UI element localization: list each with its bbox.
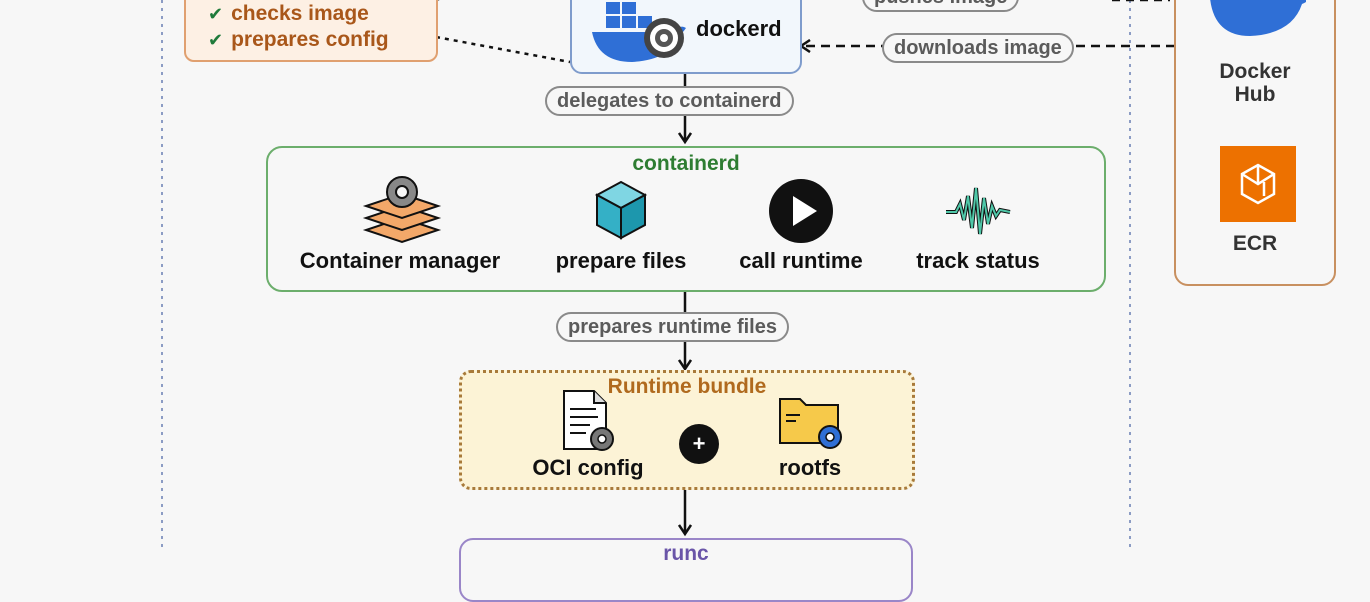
delegates-pill: delegates to containerd: [545, 86, 794, 116]
docker-hub-logo-icon: [1210, 0, 1306, 36]
call-runtime-label: call runtime: [739, 248, 863, 273]
runtime-bundle-node: Runtime bundle OCI config + rootfs: [459, 370, 915, 490]
checkmark-icon: ✔: [208, 30, 224, 50]
downloads-image-pill: downloads image: [882, 33, 1074, 63]
cube-icon: [594, 180, 648, 240]
play-icon: [769, 179, 833, 243]
note-item-prepares: ✔prepares config: [208, 28, 389, 51]
note-item-checks: ✔checks image: [208, 2, 369, 25]
docker-whale-icon: [592, 2, 686, 63]
layers-gear-icon: [362, 176, 442, 244]
plus-text: +: [692, 431, 706, 456]
ecr-logo-icon: [1220, 146, 1296, 222]
containerd-title: containerd: [632, 152, 740, 175]
folder-gear-icon: [779, 398, 842, 449]
docker-hub-label: Docker Hub: [1219, 60, 1291, 106]
client-note: ✔checks image ✔prepares config: [184, 0, 438, 62]
push-image-pill: pushes image: [862, 0, 1020, 12]
registries-panel: Docker Hub ECR: [1174, 0, 1336, 286]
dockerd-node: dockerd: [570, 0, 802, 74]
rootfs-label: rootfs: [778, 455, 842, 480]
note-connector: [435, 35, 571, 64]
runtime-bundle-title: Runtime bundle: [607, 375, 767, 398]
container-manager-label: Container manager: [299, 248, 501, 273]
config-document-icon: [563, 390, 614, 451]
dockerd-label: dockerd: [696, 16, 782, 41]
waveform-icon: [946, 187, 1011, 235]
ecr-label: ECR: [1232, 232, 1278, 255]
containerd-node: containerd Container manager prepare fil…: [266, 146, 1106, 292]
track-status-label: track status: [916, 248, 1040, 273]
runc-node: runc: [459, 538, 913, 602]
runc-title: runc: [663, 542, 709, 565]
prepares-runtime-pill: prepares runtime files: [556, 312, 789, 342]
oci-config-label: OCI config: [532, 455, 644, 480]
plus-icon: [679, 424, 719, 464]
prepare-files-label: prepare files: [555, 248, 687, 273]
checkmark-icon: ✔: [208, 4, 224, 24]
